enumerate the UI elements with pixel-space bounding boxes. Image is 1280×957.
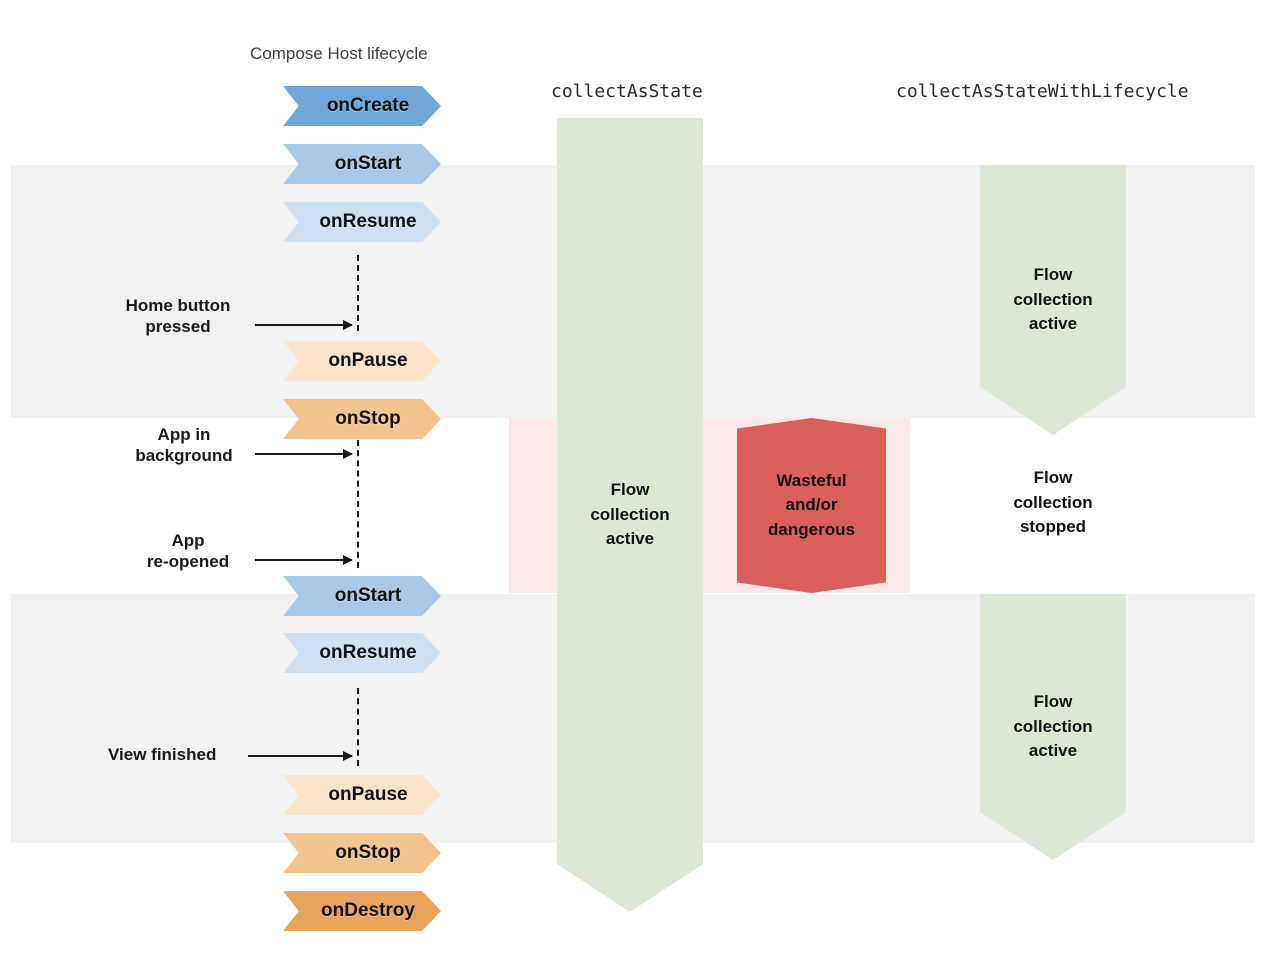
lifecycle-event-onstart-2[interactable]: onStart: [283, 576, 441, 616]
event-arrow-view-finished: [248, 751, 353, 761]
lifecycle-event-onresume-1[interactable]: onResume: [283, 202, 441, 242]
flow-bar-lifecycle-active-bottom-label: Flow collection active: [1013, 692, 1093, 761]
event-arrow-app-in-background: [255, 449, 353, 459]
flow-status-lifecycle-stopped: Flow collection stopped: [1013, 468, 1093, 537]
event-label-view-finished: View finished: [108, 745, 217, 764]
dashed-connector-2: [357, 440, 359, 568]
flow-bar-lifecycle-active-top: Flow collection active: [980, 165, 1126, 435]
warning-box-wasteful-dangerous: Wasteful and/or dangerous: [737, 418, 886, 593]
lifecycle-event-label: onPause: [328, 350, 408, 371]
event-arrow-home-button-pressed: [255, 320, 353, 330]
lifecycle-event-label: onPause: [328, 784, 408, 805]
flow-bar-lifecycle-active-top-label: Flow collection active: [1013, 265, 1093, 334]
flow-bar-collect-as-state-label: Flow collection active: [590, 480, 670, 549]
flow-bar-lifecycle-active-bottom: Flow collection active: [980, 594, 1126, 860]
flow-bar-collect-as-state: Flow collection active: [557, 118, 703, 912]
section-title-compose-host-lifecycle: Compose Host lifecycle: [250, 44, 428, 63]
lifecycle-event-onpause-1[interactable]: onPause: [283, 341, 441, 381]
dashed-connector-3: [357, 688, 359, 766]
lifecycle-event-label: onResume: [319, 642, 417, 663]
lifecycle-event-label: onResume: [319, 211, 417, 232]
event-label-app-in-background: App in background: [135, 425, 233, 466]
lifecycle-event-label: onStop: [335, 842, 401, 863]
lifecycle-event-label: onStart: [334, 585, 402, 606]
lifecycle-event-onpause-2[interactable]: onPause: [283, 775, 441, 815]
lifecycle-event-onstop-2[interactable]: onStop: [283, 833, 441, 873]
column-title-collect-as-state-with-lifecycle: collectAsStateWithLifecycle: [896, 81, 1189, 102]
event-label-app-re-opened: App re-opened: [146, 531, 230, 572]
lifecycle-event-label: onStop: [335, 408, 401, 429]
lifecycle-event-ondestroy-1[interactable]: onDestroy: [283, 891, 441, 931]
event-arrow-app-re-opened: [255, 555, 353, 565]
lifecycle-event-onresume-2[interactable]: onResume: [283, 633, 441, 673]
event-label-home-button-pressed: Home button pressed: [125, 296, 231, 337]
lifecycle-event-label: onStart: [334, 153, 402, 174]
lifecycle-event-label: onCreate: [326, 95, 410, 116]
lifecycle-event-onstop-1[interactable]: onStop: [283, 399, 441, 439]
lifecycle-event-onstart-1[interactable]: onStart: [283, 144, 441, 184]
dashed-connector-1: [357, 255, 359, 331]
warning-box-label: Wasteful and/or dangerous: [768, 470, 855, 539]
lifecycle-event-label: onDestroy: [321, 900, 415, 921]
lifecycle-event-oncreate-1[interactable]: onCreate: [283, 86, 441, 126]
column-title-collect-as-state: collectAsState: [551, 81, 703, 102]
